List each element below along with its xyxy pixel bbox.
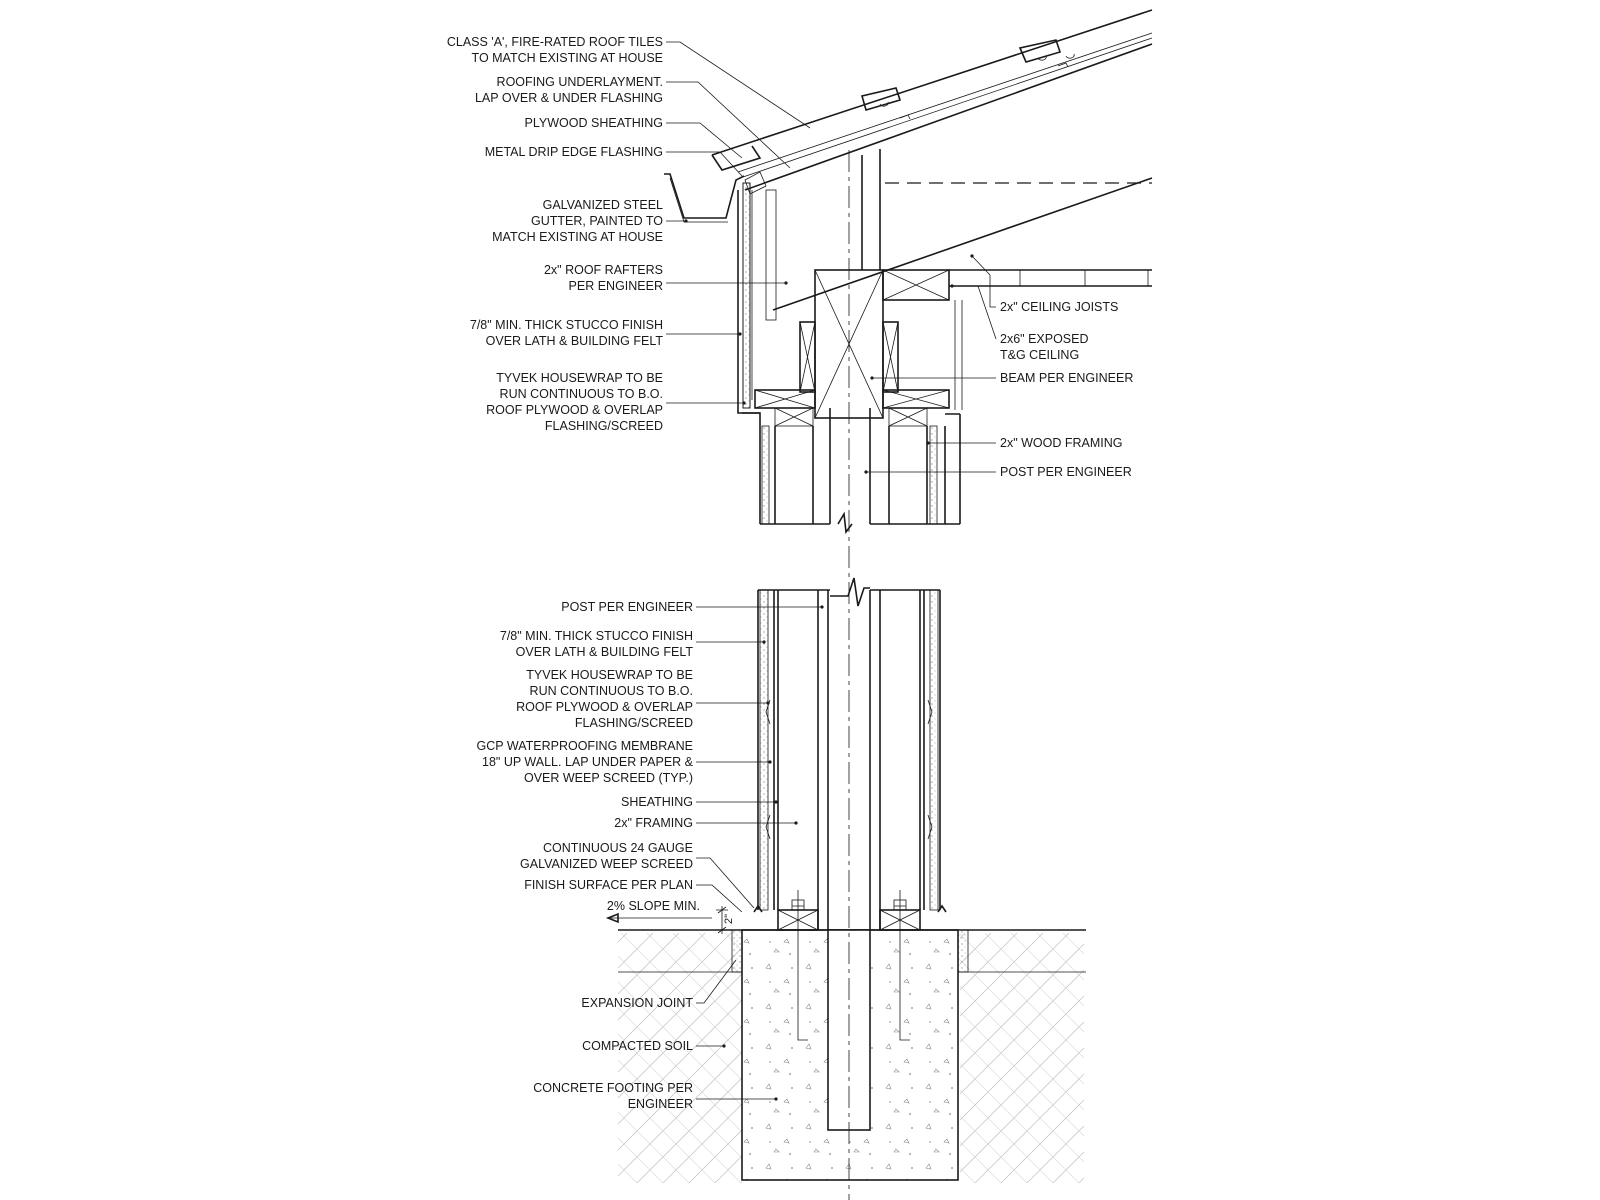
lower-wall-right (869, 589, 941, 930)
label-plywood: PLYWOOD SHEATHING (525, 116, 663, 130)
label-post-lower: POST PER ENGINEER (561, 600, 693, 614)
label-sheathing: SHEATHING (621, 795, 693, 809)
roof-sheathing-line (744, 43, 1153, 191)
upper-wall-left (737, 171, 777, 414)
upper-post-framing (742, 408, 961, 535)
label-beam: BEAM PER ENGINEER (1000, 371, 1133, 385)
upper-right-leaders (864, 254, 997, 474)
dimension-2in: 2" (716, 906, 735, 934)
label-slope: 2% SLOPE MIN. (607, 899, 700, 913)
dimension-2in-text: 2" (723, 914, 735, 924)
roof-tile-line (711, 9, 1153, 156)
compacted-soil-right (960, 933, 1084, 1183)
label-ceiling-joists: 2x" CEILING JOISTS (1000, 300, 1118, 314)
label-underlayment: ROOFING UNDERLAYMENT.LAP OVER & UNDER FL… (475, 75, 663, 105)
sill-plates (753, 904, 947, 931)
expansion-joint-right (957, 929, 969, 973)
expansion-joint-left (731, 929, 743, 973)
lower-section: 2" (605, 577, 1086, 1183)
label-expansion-joint: EXPANSION JOINT (581, 996, 693, 1010)
lower-wall-left (757, 589, 830, 930)
upper-left-leaders (666, 41, 811, 405)
roof-tiles (711, 39, 1075, 171)
compacted-soil-left (618, 933, 742, 1183)
break-mark (830, 577, 870, 607)
upper-section (664, 9, 1153, 535)
tg-ceiling-boards (949, 269, 1152, 287)
label-post-upper: POST PER ENGINEER (1000, 465, 1132, 479)
label-finish-surface: FINISH SURFACE PER PLAN (524, 878, 693, 892)
lower-left-leaders (696, 605, 824, 1101)
label-drip-edge: METAL DRIP EDGE FLASHING (485, 145, 663, 159)
label-wood-framing: 2x" WOOD FRAMING (1000, 436, 1123, 450)
gutter (664, 173, 745, 219)
label-framing: 2x" FRAMING (614, 816, 693, 830)
rafter-bottom-line (772, 177, 1153, 311)
top-plates (754, 389, 950, 427)
label-compacted-soil: COMPACTED SOIL (582, 1039, 693, 1053)
lower-left-labels: POST PER ENGINEER 7/8" MIN. THICK STUCCO… (477, 600, 700, 1111)
